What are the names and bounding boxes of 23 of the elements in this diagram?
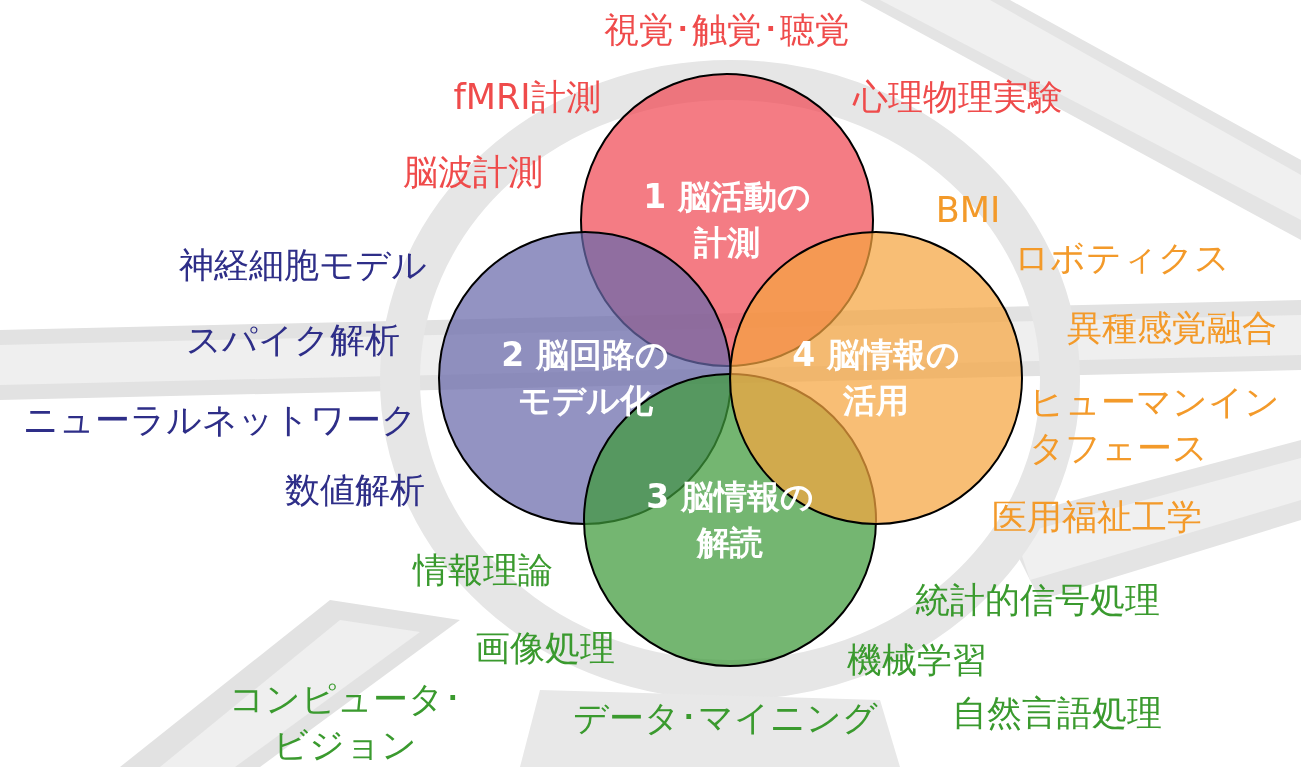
circle-label: 2 脳回路のモデル化 — [500, 334, 670, 422]
topic-label: 機械学習 — [847, 639, 987, 682]
topic-label: 異種感覚融合 — [1067, 307, 1277, 350]
topic-label: ニューラルネットワーク — [23, 399, 417, 442]
topic-label: 数値解析 — [285, 469, 425, 512]
topic-label: ロボティクス — [1014, 237, 1230, 280]
circle-label: 1 脳活動の計測 — [642, 176, 812, 264]
topic-label: 神経細胞モデル — [179, 244, 427, 287]
topic-label: データ･マイニング — [572, 697, 878, 740]
topic-label: 自然言語処理 — [952, 692, 1162, 735]
topic-label: 統計的信号処理 — [914, 579, 1160, 622]
topic-label: 脳波計測 — [403, 151, 543, 194]
topic-label: 医用福祉工学 — [992, 496, 1202, 539]
topic-label: コンピュータ･ビジョン — [227, 678, 463, 767]
topic-label: 視覚･触覚･聴覚 — [604, 9, 850, 52]
topic-label: スパイク解析 — [186, 319, 400, 362]
topic-label: BMI — [935, 189, 1001, 232]
topic-label: ヒューマンインタフェース — [1029, 381, 1281, 470]
topic-label: 心理物理実験 — [853, 76, 1063, 119]
circle-label: 4 脳情報の活用 — [791, 334, 961, 422]
topic-label: fMRI計測 — [453, 76, 601, 119]
topic-label: 情報理論 — [413, 549, 553, 592]
topic-label: 画像処理 — [475, 627, 615, 670]
